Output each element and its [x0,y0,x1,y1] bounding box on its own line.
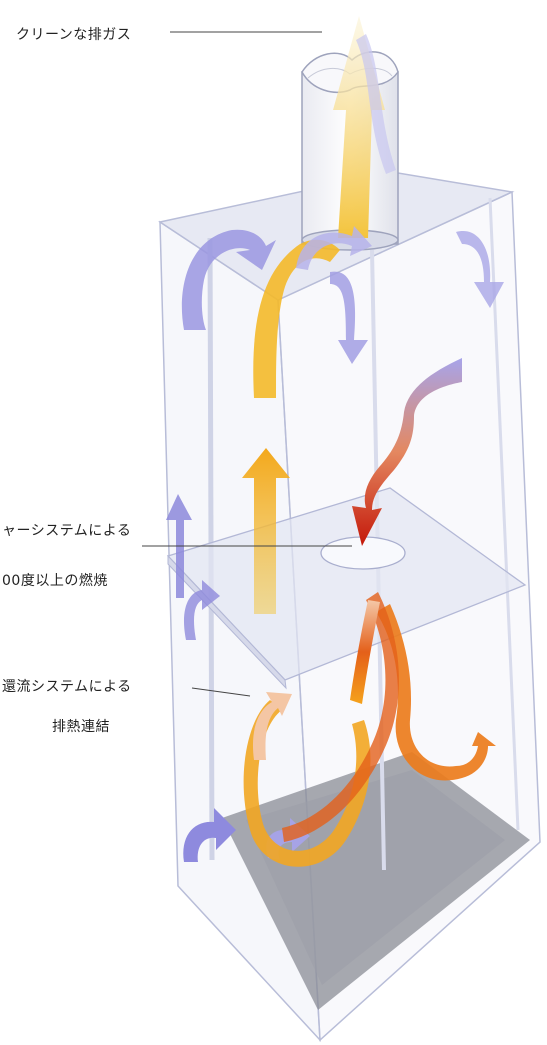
hot-loop-right [376,604,496,781]
cool-arrow-bottom-left [183,808,236,862]
hot-loop-left [243,700,371,867]
hot-rising-to-baffle [350,600,380,704]
leader-line-reflux [191,687,251,697]
label-burner-temperature: 00度以上の燃焼 [2,573,108,589]
label-clean-exhaust: クリーンな排ガス [16,27,132,43]
primary-air-flow [352,358,462,546]
label-reflux-system: 還流システムによる [2,679,132,695]
cool-arrow-top-swirl [296,226,372,270]
hot-swirl-center [282,592,399,842]
cool-arrow-top-middle [330,271,368,364]
label-burner-system: ャーシステムによる [2,523,132,539]
cool-arrow-top-right [456,231,504,308]
label-heat-exchange: 排熱連結 [52,719,110,735]
warm-flow-upper [253,239,340,398]
combustion-flows [243,592,496,867]
warm-flow-rising-arrow [242,448,290,614]
cool-arrow-left-mid [183,580,220,640]
reflux-flow-arrow [252,692,292,760]
cool-arrow-top-left [181,229,276,330]
inner-column-edge [488,197,520,831]
exhaust-lavender-ribbon [356,34,396,174]
